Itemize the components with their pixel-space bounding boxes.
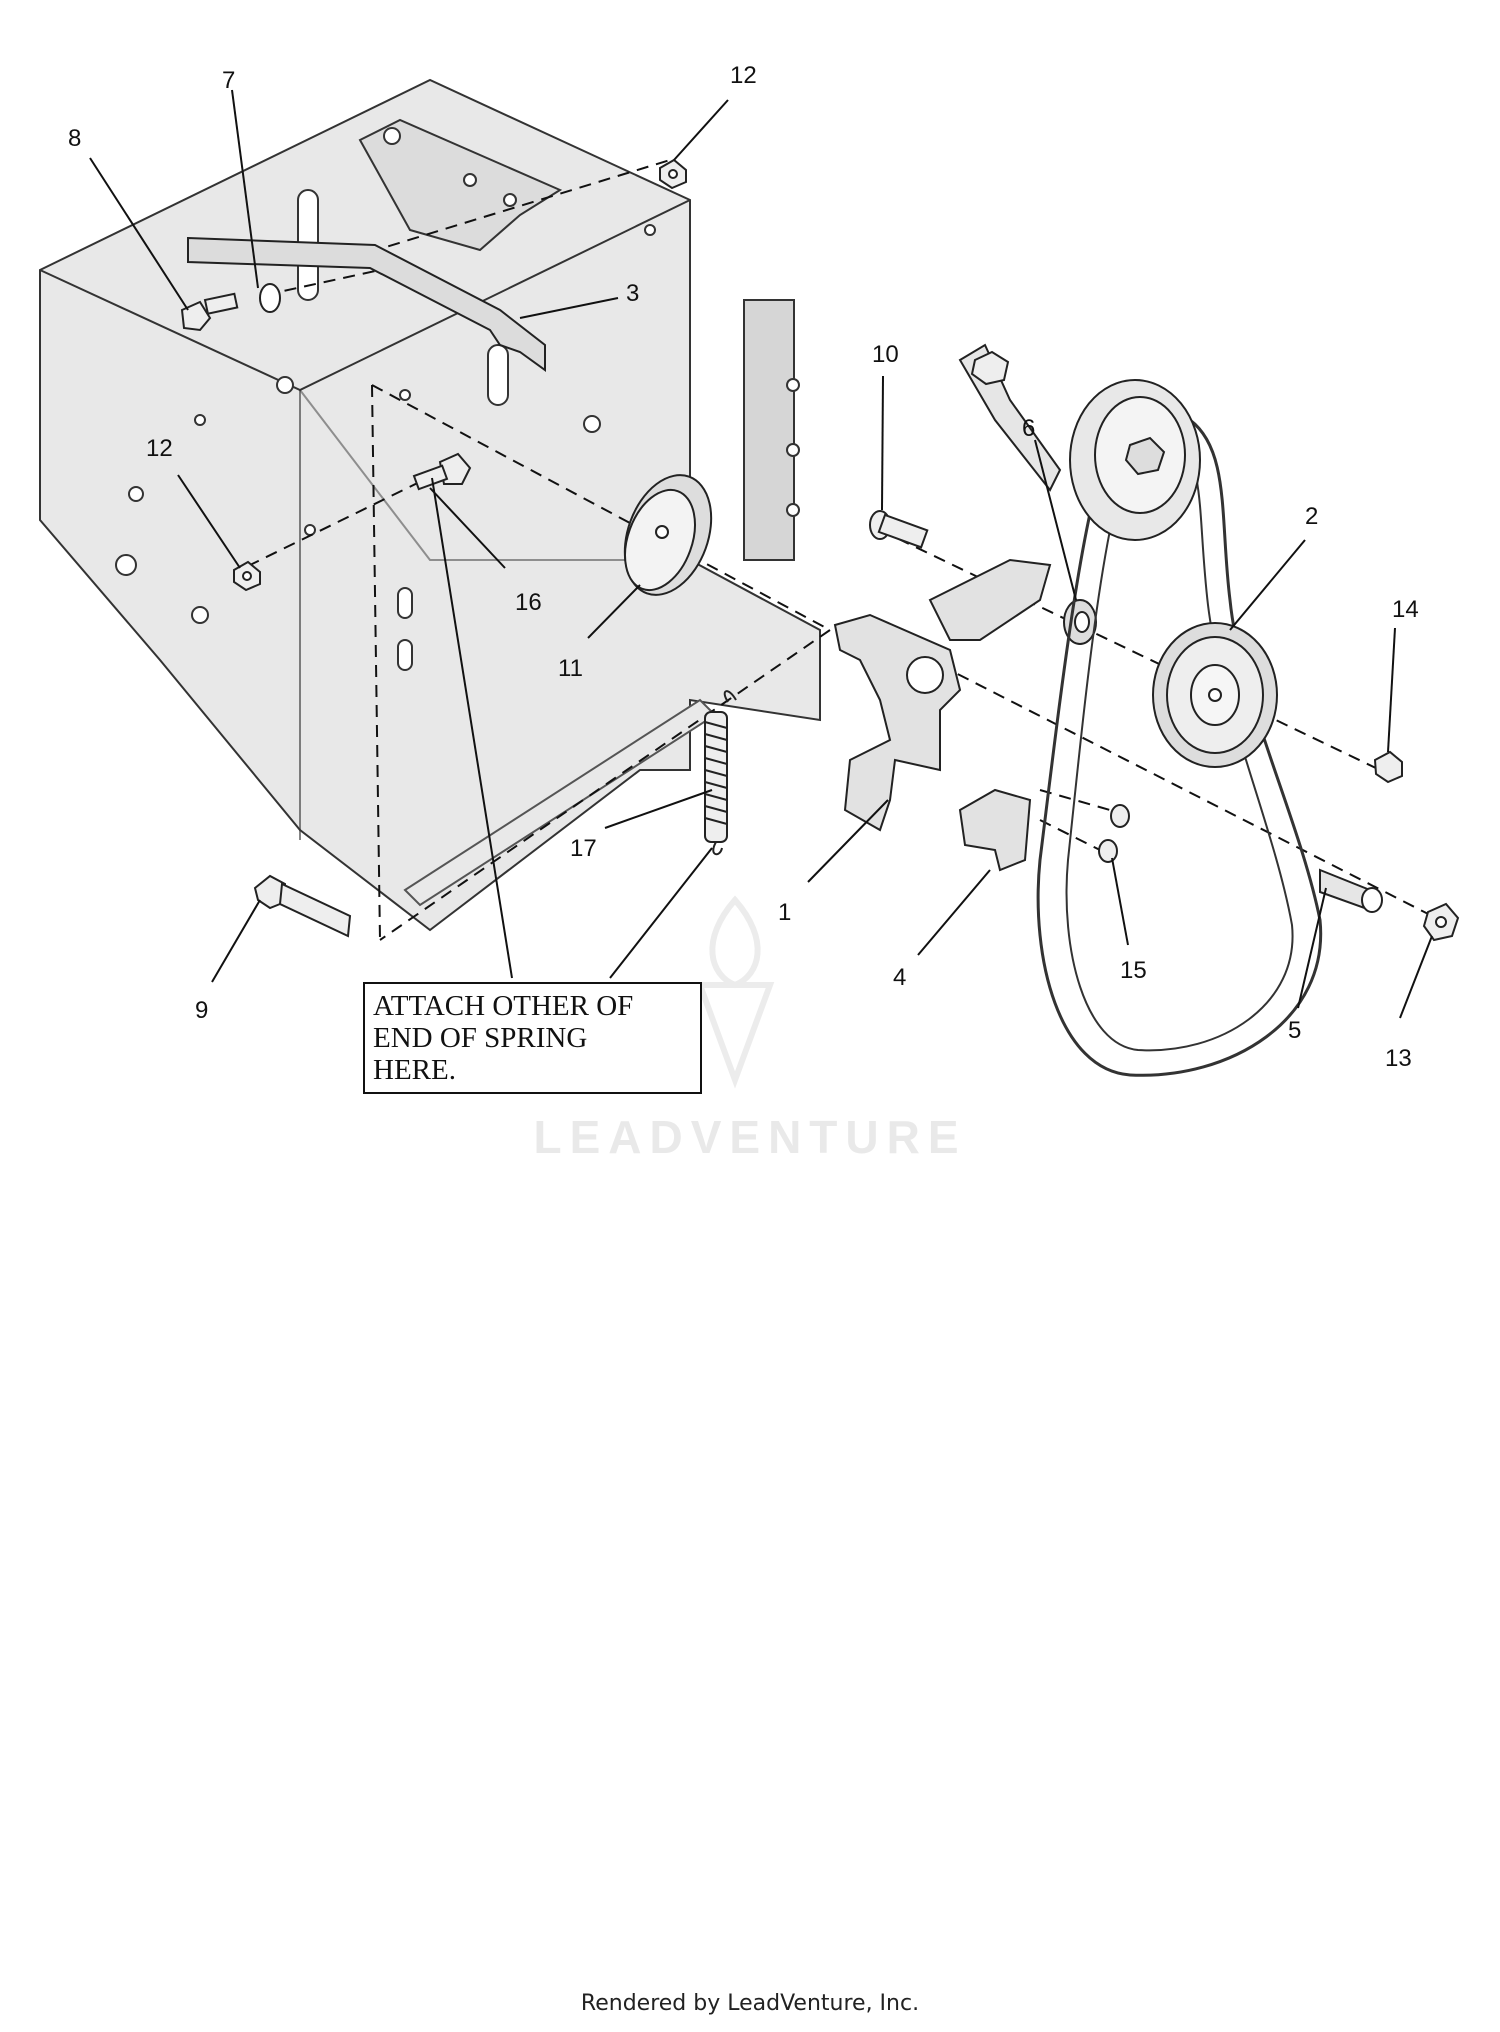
note-line-3: HERE.: [373, 1054, 456, 1086]
callout-2: 2: [1305, 503, 1318, 530]
part-13-nut: [1422, 902, 1460, 942]
part-11-pulley-cover: [623, 474, 713, 596]
callout-16: 16: [515, 589, 542, 616]
callout-4: 4: [893, 964, 906, 991]
watermark-text: LEADVENTURE: [533, 1111, 967, 1163]
callout-1: 1: [778, 899, 791, 926]
part-8-bolt: [180, 292, 239, 332]
watermark-logo: [695, 895, 775, 1089]
frame-holes: [115, 189, 800, 671]
part-12-nut-top: [659, 158, 687, 190]
part-2-idler-pulley: [1152, 622, 1278, 768]
part-10-bolt: [869, 510, 929, 549]
part-3-arm: [187, 236, 546, 372]
callout-8: 8: [68, 125, 81, 152]
callout-17: 17: [570, 835, 597, 862]
part-14-nut: [1373, 750, 1403, 784]
footer-credit: Rendered by LeadVenture, Inc.: [580, 1991, 920, 2016]
callout-12-top: 12: [730, 62, 757, 89]
part-12-nut-left: [233, 560, 261, 592]
part-15-bolts: [1098, 804, 1130, 863]
belt: [1036, 408, 1323, 1077]
callout-11: 11: [558, 655, 583, 682]
leader-lines: [89, 89, 1433, 1019]
callout-9: 9: [195, 997, 208, 1024]
note-line-1: ATTACH OTHER OF: [373, 990, 634, 1022]
top-mount-plate: [358, 118, 563, 252]
callout-13: 13: [1385, 1045, 1412, 1072]
callout-7: 7: [222, 67, 235, 94]
part-17-spring: [704, 690, 737, 856]
callout-14: 14: [1392, 596, 1419, 623]
drive-pulley-upper: [958, 343, 1201, 541]
callout-12-left: 12: [146, 435, 173, 462]
frame-housing: [39, 78, 821, 932]
part-7-washer: [259, 283, 281, 313]
callout-6: 6: [1022, 415, 1035, 442]
callout-5: 5: [1288, 1017, 1301, 1044]
callout-15: 15: [1120, 957, 1147, 984]
assembly-lines: [247, 159, 1441, 941]
note-line-2: END OF SPRING: [373, 1022, 588, 1054]
belt-inner: [1065, 439, 1294, 1052]
part-4-plate: [958, 788, 1032, 872]
callout-3: 3: [626, 280, 639, 307]
part-9-long-bolt: [253, 874, 352, 938]
callout-10: 10: [872, 341, 899, 368]
part-5-spacer: [1319, 868, 1383, 913]
spring-attach-note: ATTACH OTHER OF END OF SPRING HERE.: [363, 982, 702, 1094]
part-1-idler-arm: [833, 558, 1052, 832]
